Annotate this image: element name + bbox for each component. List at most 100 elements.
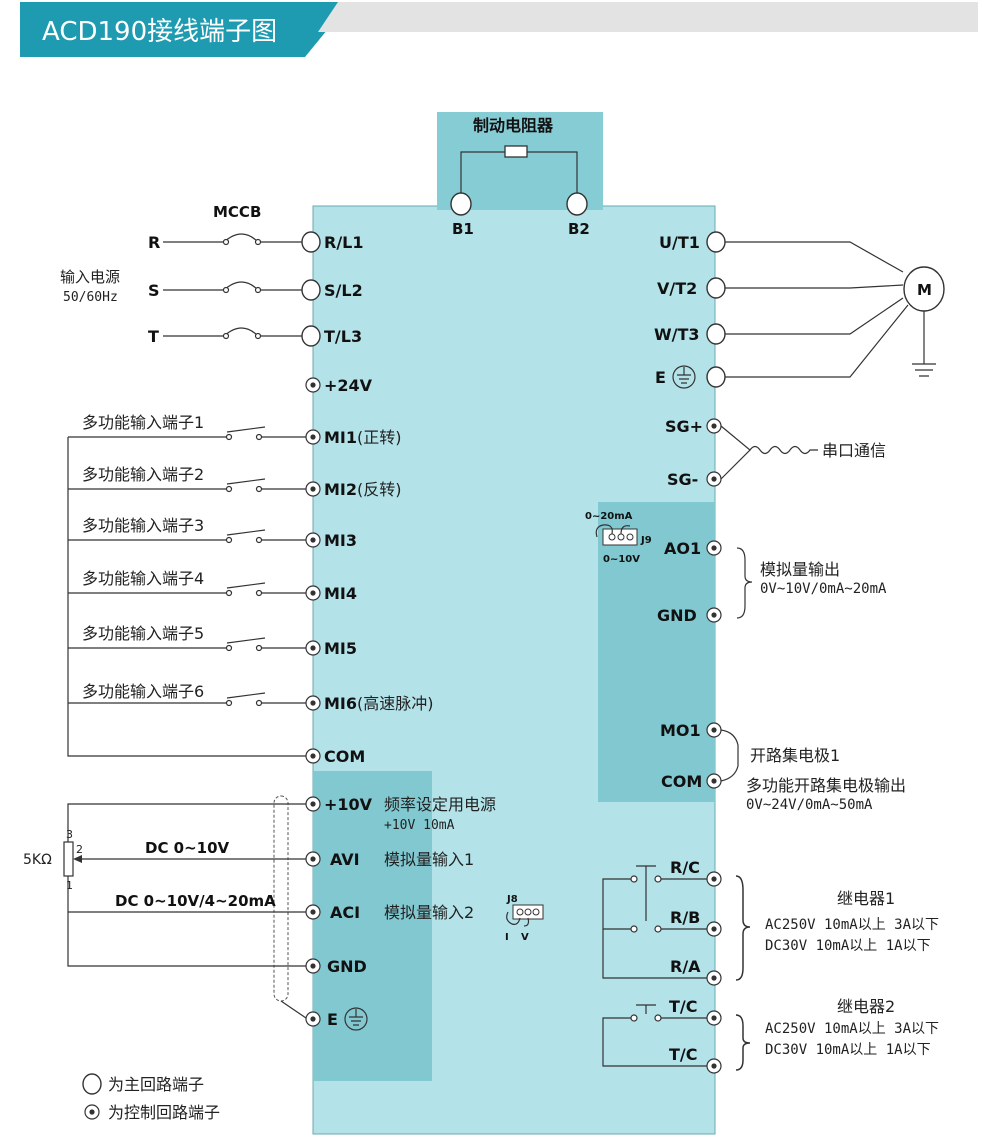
avi-label: AVI (330, 850, 360, 869)
gnd-label: GND (327, 957, 367, 976)
legend: 为主回路端子 为控制回路端子 (82, 1073, 220, 1122)
relay2-tc2-label: T/C (669, 1045, 698, 1064)
b1-terminal (450, 192, 472, 216)
open-collector-output: MO1 COM 开路集电极1 多功能开路集电极输出 0V~24V/0mA~50m… (660, 721, 906, 813)
ao-gnd-label: GND (657, 606, 697, 625)
t-l3-label: T/L3 (324, 327, 362, 346)
plus24v-label: +24V (324, 376, 373, 395)
relay1: R/C R/B R/A 继电器1 AC250V 10mA以上 3A以下 DC30… (602, 858, 939, 986)
motor-label: M (917, 281, 932, 299)
mi6-terminal-label: MI6(高速脉冲) (324, 694, 434, 713)
mi6-input-label: 多功能输入端子6 (82, 682, 204, 701)
plus24v-terminal: +24V (305, 376, 373, 395)
mi4-terminal-label: MI4 (324, 584, 357, 603)
r-l1-terminal (301, 231, 321, 253)
motor-e-terminal (706, 366, 726, 388)
b1-label: B1 (452, 220, 474, 238)
mi1-input-label: 多功能输入端子1 (82, 413, 204, 432)
brace-icon (735, 875, 751, 981)
j8-label: J8 (506, 894, 518, 905)
mi3-terminal-label: MI3 (324, 531, 357, 550)
t-l3-terminal (301, 325, 321, 347)
mi-inputs: 多功能输入端子1 多功能输入端子2 多功能输入端子3 多功能输入端子4 多功能输… (67, 413, 434, 766)
relay1-rc-label: R/C (670, 858, 700, 877)
analog-output: 0~20mA J9 0~10V AO1 GND 模拟量输出 0V~10V/0mA… (585, 511, 887, 625)
relay1-spec2: DC30V 10mA以上 1A以下 (765, 938, 931, 954)
j8-v-label: V (521, 932, 529, 943)
mo-desc2: 多功能开路集电极输出 (746, 776, 906, 795)
mi2-terminal-label: MI2(反转) (324, 480, 402, 499)
r-l1-label: R/L1 (324, 233, 364, 252)
earth-ground-icon (912, 311, 936, 377)
relay2-spec1: AC250V 10mA以上 3A以下 (765, 1021, 939, 1037)
sg-plus-label: SG+ (665, 417, 703, 436)
header-bar: ACD190接线端子图 (20, 2, 978, 57)
potentiometer-icon (63, 841, 74, 877)
avi-desc: 模拟量输入1 (384, 850, 474, 869)
legend-control-label: 为控制回路端子 (108, 1103, 220, 1122)
mo-com-label: COM (661, 772, 702, 791)
j9-label: J9 (640, 535, 652, 546)
s-l2-terminal (301, 279, 321, 301)
plus10v-spec: +10V 10mA (384, 818, 455, 833)
avi-signal-label: DC 0~10V (145, 839, 230, 857)
mi1-terminal-label: MI1(正转) (324, 428, 402, 447)
power-input: MCCB 输入电源 50/60Hz R S T R/L1 S/L2 T/L3 (60, 203, 364, 347)
ao-spec: 0V~10V/0mA~20mA (760, 581, 887, 597)
main-terminal-icon (82, 1073, 102, 1095)
mo1-label: MO1 (660, 721, 701, 740)
relay1-title: 继电器1 (837, 889, 895, 908)
phase-t-label: T (148, 327, 159, 346)
j8-i-label: I (505, 932, 509, 943)
mi3-input-label: 多功能输入端子3 (82, 516, 204, 535)
b2-label: B2 (568, 220, 590, 238)
relay1-spec1: AC250V 10mA以上 3A以下 (765, 917, 939, 933)
pot-pin-2: 2 (76, 843, 83, 856)
mi4-input-label: 多功能输入端子4 (82, 569, 204, 588)
analog-output-panel (598, 502, 715, 802)
brake-resistor: 制动电阻器 B1 B2 (450, 116, 590, 238)
shielded-cable-icon (273, 795, 289, 1002)
j9-bottom-label: 0~10V (603, 554, 640, 565)
mi5-input-label: 多功能输入端子5 (82, 624, 204, 643)
phase-s-label: S (148, 281, 160, 300)
b2-terminal (566, 192, 588, 216)
motor-outputs: U/T1 V/T2 W/T3 E M (654, 231, 945, 389)
aci-desc: 模拟量输入2 (384, 903, 474, 922)
ao1-label: AO1 (664, 539, 701, 558)
relay1-ra-label: R/A (670, 957, 701, 976)
ao-desc: 模拟量输出 (760, 560, 840, 579)
w-t3-terminal (706, 323, 726, 345)
serial-comm: SG+ SG- 串口通信 (665, 417, 886, 489)
mo-desc1: 开路集电极1 (750, 746, 840, 765)
twisted-pair-icon (749, 445, 818, 455)
input-power-label: 输入电源 (60, 268, 120, 286)
mi2-input-label: 多功能输入端子2 (82, 465, 204, 484)
legend-main-label: 为主回路端子 (108, 1075, 204, 1094)
relay2-title: 继电器2 (837, 997, 895, 1016)
ground-icon (344, 1007, 368, 1031)
input-power-freq: 50/60Hz (63, 290, 118, 305)
aci-label: ACI (330, 903, 360, 922)
page-title: ACD190接线端子图 (42, 17, 277, 47)
u-t1-label: U/T1 (659, 233, 700, 252)
v-t2-terminal (706, 277, 726, 299)
ground-icon (672, 365, 696, 389)
mccb-label: MCCB (213, 203, 261, 221)
phase-r-label: R (148, 233, 160, 252)
j9-top-label: 0~20mA (585, 511, 633, 522)
mo-spec: 0V~24V/0mA~50mA (746, 797, 873, 813)
resistor-symbol-icon (504, 145, 528, 158)
plus10v-desc: 频率设定用电源 (384, 795, 496, 814)
serial-comm-label: 串口通信 (822, 441, 886, 460)
analog-inputs: 5KΩ 3 2 1 DC 0~10V DC 0~10V/4~20mA +10V … (23, 795, 544, 1031)
relay1-rb-label: R/B (670, 908, 700, 927)
sg-minus-label: SG- (667, 470, 698, 489)
plus10v-label: +10V (324, 795, 373, 814)
pot-pin-3: 3 (66, 828, 73, 841)
relay2-tc-label: T/C (669, 997, 698, 1016)
relay2: T/C T/C 继电器2 AC250V 10mA以上 3A以下 DC30V 10… (602, 997, 939, 1074)
pot-pin-1: 1 (66, 879, 73, 892)
aci-signal-label: DC 0~10V/4~20mA (115, 892, 276, 910)
